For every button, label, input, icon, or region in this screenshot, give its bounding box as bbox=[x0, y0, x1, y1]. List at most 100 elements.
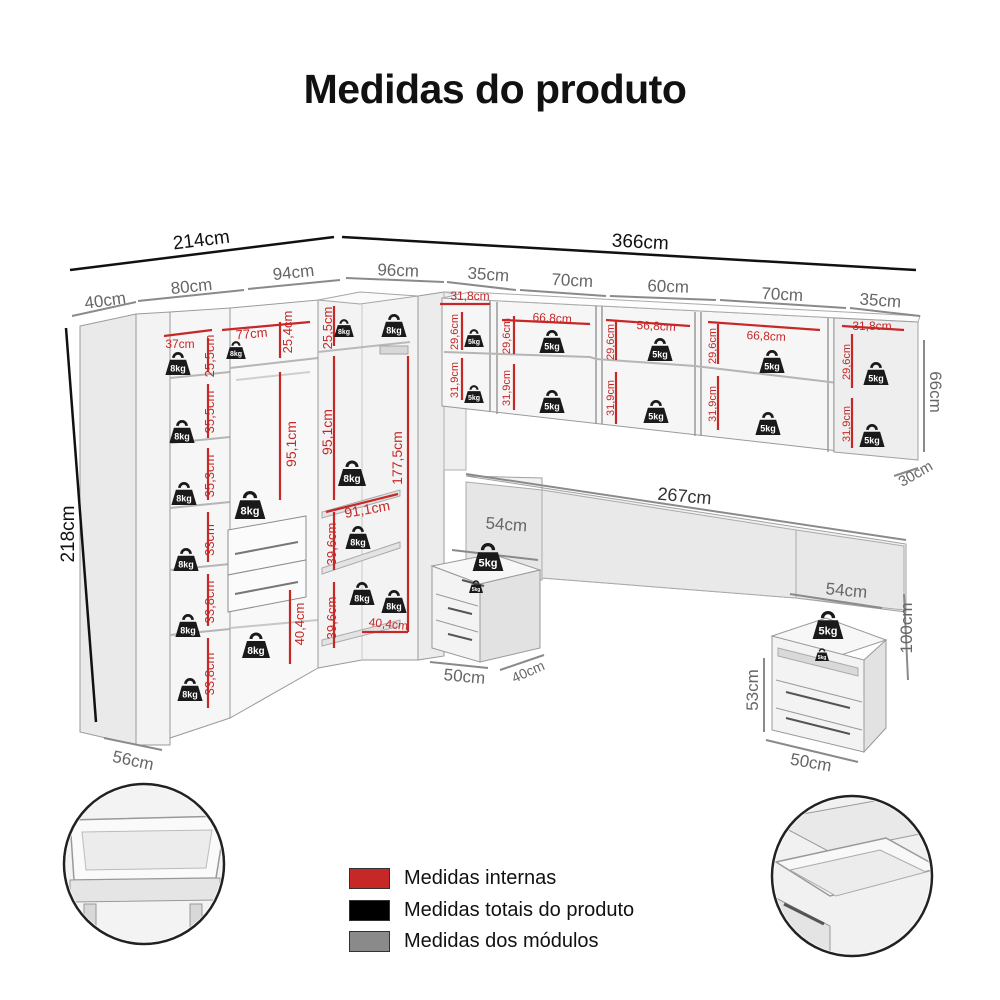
nightstand-right bbox=[770, 617, 888, 754]
internal-h-over-7: 29,6cm bbox=[707, 328, 719, 364]
internal-dimension-lines bbox=[163, 302, 905, 708]
weight-label: 5kg bbox=[648, 411, 664, 421]
weight-icon: 8kg bbox=[344, 526, 372, 551]
weight-label: 5kg bbox=[764, 361, 780, 371]
internal-h-mid-2: 95,1cm bbox=[283, 421, 299, 467]
weight-label: 8kg bbox=[350, 537, 366, 547]
weight-label: 8kg bbox=[338, 329, 350, 336]
weight-icon: 8kg bbox=[240, 632, 272, 660]
weight-icon: 5kg bbox=[758, 350, 786, 375]
weight-icon: 8kg bbox=[336, 460, 368, 488]
weight-icon: 5kg bbox=[470, 542, 506, 573]
internal-h-over-10: 31,9cm bbox=[841, 406, 853, 442]
weight-label: 8kg bbox=[176, 493, 192, 503]
module-width-2: 80cm bbox=[170, 275, 213, 298]
weight-label: 5kg bbox=[468, 339, 480, 346]
weight-icon: 8kg bbox=[168, 420, 196, 445]
nightstand-right-height: 53cm bbox=[743, 669, 762, 711]
weight-label: 8kg bbox=[178, 559, 194, 569]
internal-h-corner-3: 177,5cm bbox=[389, 431, 405, 485]
weight-icon: 5kg bbox=[463, 329, 485, 349]
weight-label: 8kg bbox=[182, 689, 198, 699]
weight-icon: 8kg bbox=[176, 678, 204, 703]
weight-label: 5kg bbox=[468, 395, 480, 402]
wardrobe-middle-column bbox=[227, 299, 319, 719]
module-width-3: 94cm bbox=[272, 261, 315, 284]
weight-icon: 8kg bbox=[170, 482, 198, 507]
overhead-shelves bbox=[441, 291, 921, 461]
weight-icon: 8kg bbox=[232, 490, 268, 521]
weight-label: 8kg bbox=[230, 351, 242, 358]
internal-width-1: 37cm bbox=[165, 337, 194, 351]
internal-width-3: 31,8cm bbox=[450, 289, 489, 303]
module-width-9: 35cm bbox=[859, 290, 902, 312]
weight-icon: 5kg bbox=[754, 412, 782, 437]
module-width-4: 96cm bbox=[377, 260, 419, 280]
internal-h-left-5: 33,8cm bbox=[202, 581, 217, 624]
weight-icon: 5kg bbox=[463, 385, 485, 405]
weight-label: 8kg bbox=[174, 431, 190, 441]
weight-icon: 8kg bbox=[225, 341, 247, 361]
legend-module-label: Medidas dos módulos bbox=[404, 929, 599, 952]
weight-icon: 8kg bbox=[333, 319, 355, 339]
weight-icon: 8kg bbox=[380, 590, 408, 615]
weight-icon: 5kg bbox=[642, 400, 670, 425]
depth-left: 56cm bbox=[111, 747, 156, 774]
weight-icon: 5kg bbox=[538, 330, 566, 355]
module-width-5: 35cm bbox=[467, 264, 510, 286]
weight-label: 8kg bbox=[241, 506, 260, 518]
total-height: 218cm bbox=[58, 505, 79, 562]
weight-label: 5kg bbox=[868, 373, 884, 383]
weight-icon: 5kg bbox=[538, 390, 566, 415]
module-width-8: 70cm bbox=[761, 284, 804, 305]
weight-icon: 5kg bbox=[858, 424, 886, 449]
internal-h-left-3: 35,3cm bbox=[202, 455, 217, 498]
zoom-detail-left bbox=[62, 782, 226, 946]
weight-icon: 8kg bbox=[348, 582, 376, 607]
page-title: Medidas do produto bbox=[303, 66, 687, 112]
weight-icon: 5kg bbox=[814, 648, 830, 662]
internal-h-corner-1: 25,5cm bbox=[320, 307, 335, 350]
internal-width-4: 66,8cm bbox=[532, 310, 572, 326]
weight-label: 5kg bbox=[818, 655, 827, 661]
internal-h-over-2: 31,9cm bbox=[449, 362, 461, 398]
module-width-6: 70cm bbox=[551, 270, 594, 291]
internal-h-over-6: 31,9cm bbox=[605, 380, 617, 416]
internal-h-corner-2: 95,1cm bbox=[319, 409, 335, 455]
internal-width-5: 56,8cm bbox=[636, 318, 676, 334]
weight-label: 5kg bbox=[544, 341, 560, 351]
weight-label: 5kg bbox=[652, 349, 668, 359]
legend-internal-label: Medidas internas bbox=[404, 866, 557, 889]
weight-label: 8kg bbox=[180, 625, 196, 635]
weight-label: 5kg bbox=[819, 626, 838, 638]
weight-icon: 5kg bbox=[862, 362, 890, 387]
weight-icon: 8kg bbox=[164, 352, 192, 377]
weight-label: 8kg bbox=[343, 474, 360, 485]
weight-label: 8kg bbox=[386, 325, 402, 335]
overhead-depth: 30cm bbox=[896, 458, 936, 491]
weight-label: 8kg bbox=[247, 646, 264, 657]
weight-label: 5kg bbox=[864, 435, 880, 445]
weight-label: 5kg bbox=[479, 558, 498, 570]
internal-width-6: 66,8cm bbox=[746, 328, 786, 344]
headboard-panel bbox=[465, 475, 907, 613]
internal-h-mid-1: 25,4cm bbox=[280, 311, 295, 354]
weight-label: 8kg bbox=[386, 601, 402, 611]
internal-h-over-8: 31,9cm bbox=[707, 386, 719, 422]
module-width-7: 60cm bbox=[647, 276, 689, 296]
internal-h-corner-5: 39,6cm bbox=[324, 597, 339, 640]
headboard-height: 100cm bbox=[897, 602, 916, 653]
internal-h-left-6: 33,8cm bbox=[202, 653, 217, 696]
legend-total-label: Medidas totais do produto bbox=[404, 898, 635, 921]
legend-internal-swatch bbox=[349, 867, 390, 889]
internal-h-left-2: 35,5cm bbox=[202, 391, 217, 434]
internal-h-over-4: 31,9cm bbox=[501, 370, 513, 406]
nightstand-left-width: 50cm bbox=[443, 665, 486, 688]
weight-icon: 5kg bbox=[810, 610, 846, 641]
total-dimension-lines bbox=[64, 235, 917, 723]
nightstand-left bbox=[430, 553, 542, 663]
weight-icon: 5kg bbox=[468, 580, 484, 594]
weight-icon: 8kg bbox=[174, 614, 202, 639]
nightstand-right-top: 54cm bbox=[825, 579, 868, 602]
